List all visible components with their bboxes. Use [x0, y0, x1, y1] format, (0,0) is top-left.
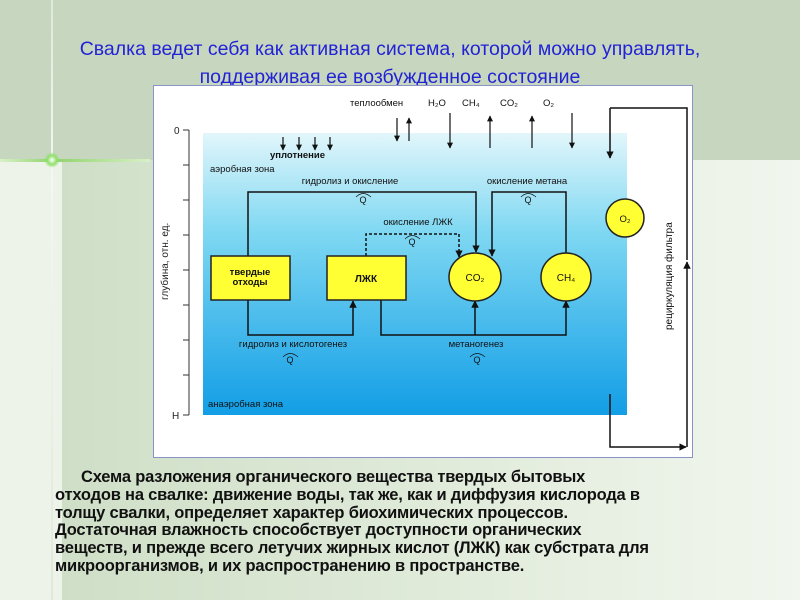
label-aerobic-zone: аэробная зона — [210, 164, 275, 175]
box-vfa-label: ЛЖК — [355, 274, 378, 285]
process-lines — [247, 107, 691, 451]
label-hydrolysis-oxidation: гидролиз и окисление — [302, 176, 399, 187]
circle-co2 — [448, 252, 502, 302]
caption-line: толщу свалки, определяет характер биохим… — [55, 503, 568, 522]
caption-line: веществ, и прежде всего летучих жирных к… — [55, 539, 649, 558]
box-vfa — [326, 255, 407, 301]
circle-co2-label: CO₂ — [466, 273, 485, 284]
label-compaction: уплотнение — [270, 150, 325, 161]
label-h2o: H₂O — [428, 98, 446, 109]
heat-symbol: Q — [408, 237, 415, 247]
heat-symbol: Q — [359, 195, 366, 205]
label-recirculation: рециркуляция фильтра — [663, 222, 675, 330]
label-co2: CO₂ — [500, 98, 518, 109]
decor-star — [44, 152, 60, 168]
heat-symbol: Q — [473, 355, 480, 365]
label-o2: O₂ — [543, 98, 554, 109]
label-hydrolysis-acidogenesis: гидролиз и кислотогенез — [239, 339, 347, 350]
axis-title: глубина, отн. ед. — [159, 223, 171, 300]
label-vfa-oxidation: окисление ЛЖК — [383, 217, 453, 228]
box-solid-waste-line1: твердые — [230, 267, 271, 278]
caption: Схема разложения органического вещества … — [55, 468, 649, 576]
heat-arc-icons — [282, 193, 537, 358]
slide-title-line2: поддерживая ее возбужденное состояние — [199, 66, 581, 88]
caption-line: микроорганизмов, и их распространению в … — [55, 556, 525, 575]
exchange-arrows — [280, 113, 575, 151]
label-methanogenesis: метаногенез — [449, 339, 504, 350]
heat-symbol: Q — [286, 355, 293, 365]
box-solid-waste-line2: отходы — [232, 277, 267, 288]
decor-vertical-line — [51, 0, 53, 600]
circle-o2 — [605, 198, 645, 238]
decor-horizontal-line — [0, 159, 150, 162]
circle-ch4-label: CH₄ — [557, 273, 576, 284]
slide-title-line1: Свалка ведет себя как активная система, … — [79, 38, 701, 60]
label-ch4: CH₄ — [462, 98, 480, 109]
heat-symbol: Q — [524, 195, 531, 205]
label-methane-oxidation: окисление метана — [487, 176, 568, 187]
label-anaerobic-zone: анаэробная зона — [208, 399, 284, 410]
circle-o2-label: O₂ — [619, 214, 630, 225]
axis-bottom-label: H — [172, 411, 179, 422]
axis-top-label: 0 — [174, 126, 180, 137]
caption-line: Схема разложения органического вещества … — [81, 468, 586, 486]
depth-axis — [183, 129, 190, 416]
label-heat-exchange: теплообмен — [350, 98, 403, 109]
box-solid-waste — [210, 255, 291, 301]
caption-line: Достаточная влажность способствует досту… — [55, 521, 582, 540]
caption-line: отходов на свалке: движение воды, так же… — [55, 485, 640, 504]
circle-ch4 — [540, 252, 592, 302]
